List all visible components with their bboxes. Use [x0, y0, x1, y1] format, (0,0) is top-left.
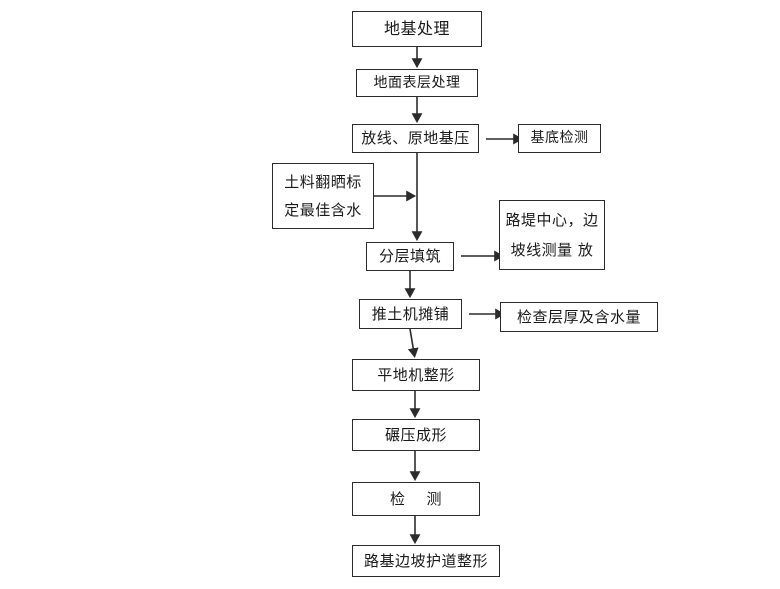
node-label-line1: 路堤中心，边: [505, 211, 599, 230]
node-label: 地基处理: [383, 19, 450, 39]
node-label-line2: 定最佳含水: [284, 200, 362, 219]
node-subgrade-slope-berm-shaping: 路基边坡护道整形: [352, 545, 500, 577]
node-label-line2: 坡线测量 放: [510, 240, 594, 259]
node-label: 放线、原地基压: [361, 129, 470, 148]
node-soil-drying-moisture: 土料翻晒标 定最佳含水: [272, 163, 374, 229]
node-foundation-treatment: 地基处理: [352, 11, 482, 47]
node-surface-layer-treatment: 地面表层处理: [356, 69, 478, 97]
node-label-line1: 土料翻晒标: [284, 172, 362, 191]
connector-dozer-to-grader: [407, 328, 419, 359]
node-rolling-compaction: 碾压成形: [352, 419, 480, 451]
node-bulldozer-spreading: 推土机摊铺: [359, 299, 462, 329]
node-label: 检查层厚及含水量: [516, 307, 641, 326]
node-label: 路基边坡护道整形: [363, 551, 488, 570]
node-layered-filling: 分层填筑: [366, 242, 454, 271]
node-check-thickness-moisture: 检查层厚及含水量: [500, 302, 658, 332]
node-label: 推土机摊铺: [371, 304, 450, 323]
node-label: 平地机整形: [377, 365, 455, 384]
node-setting-out-subgrade-compaction: 放线、原地基压: [352, 124, 479, 153]
node-grader-shaping: 平地机整形: [352, 359, 480, 391]
node-embankment-centerline-survey: 路堤中心，边 坡线测量 放: [499, 200, 605, 270]
node-base-inspection: 基底检测: [518, 124, 601, 153]
node-label: 检 测: [389, 489, 443, 508]
node-label: 基底检测: [530, 130, 589, 147]
node-label: 分层填筑: [378, 247, 441, 266]
node-label: 地面表层处理: [373, 74, 461, 91]
node-inspection: 检 测: [352, 482, 480, 516]
node-label: 碾压成形: [384, 425, 447, 444]
